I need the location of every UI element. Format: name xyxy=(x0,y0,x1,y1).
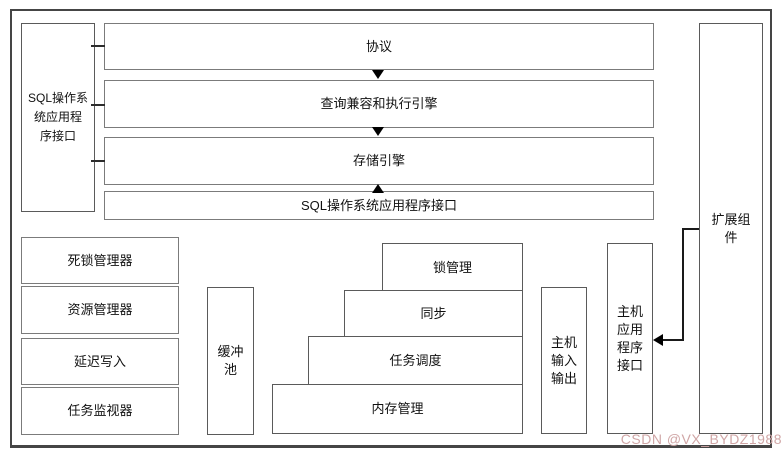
host-api-box: 主机 应用 程序 接口 xyxy=(607,243,653,434)
connector-tick-protocol xyxy=(91,45,105,47)
synchronization-box: 同步 xyxy=(344,290,523,338)
arrow-left-into-host-api-icon xyxy=(653,334,663,346)
query-engine-box: 查询兼容和执行引擎 xyxy=(104,80,654,128)
extension-component-box: 扩展组 件 xyxy=(699,23,763,434)
memory-management-box: 内存管理 xyxy=(272,384,523,434)
task-scheduling-box: 任务调度 xyxy=(308,336,523,386)
arrow-down-protocol-to-query-icon xyxy=(372,70,384,79)
connector-ext-vertical xyxy=(682,228,684,341)
lock-management-box: 锁管理 xyxy=(382,243,523,292)
storage-engine-box: 存储引擎 xyxy=(104,137,654,185)
sql-os-api-bottom-box: SQL操作系统应用程序接口 xyxy=(104,191,654,220)
protocol-box: 协议 xyxy=(104,23,654,70)
watermark-text: CSDN @VX_BYDZ1988 xyxy=(620,431,782,447)
lazy-write-box: 延迟写入 xyxy=(21,338,179,385)
task-monitor-box: 任务监视器 xyxy=(21,387,179,435)
connector-ext-horizontal-bottom xyxy=(662,339,682,341)
connector-tick-storage-engine xyxy=(91,160,105,162)
deadlock-manager-box: 死锁管理器 xyxy=(21,237,179,284)
host-io-box: 主机 输入 输出 xyxy=(541,287,587,434)
arrow-down-query-to-storage-icon xyxy=(372,127,384,136)
resource-manager-box: 资源管理器 xyxy=(21,286,179,334)
buffer-pool-box: 缓冲 池 xyxy=(207,287,254,435)
connector-tick-query-engine xyxy=(91,104,105,106)
arrow-up-api-to-storage-icon xyxy=(372,184,384,193)
sql-os-api-left-box: SQL操作系 统应用程 序接口 xyxy=(21,23,95,212)
connector-ext-horizontal-top xyxy=(682,228,699,230)
